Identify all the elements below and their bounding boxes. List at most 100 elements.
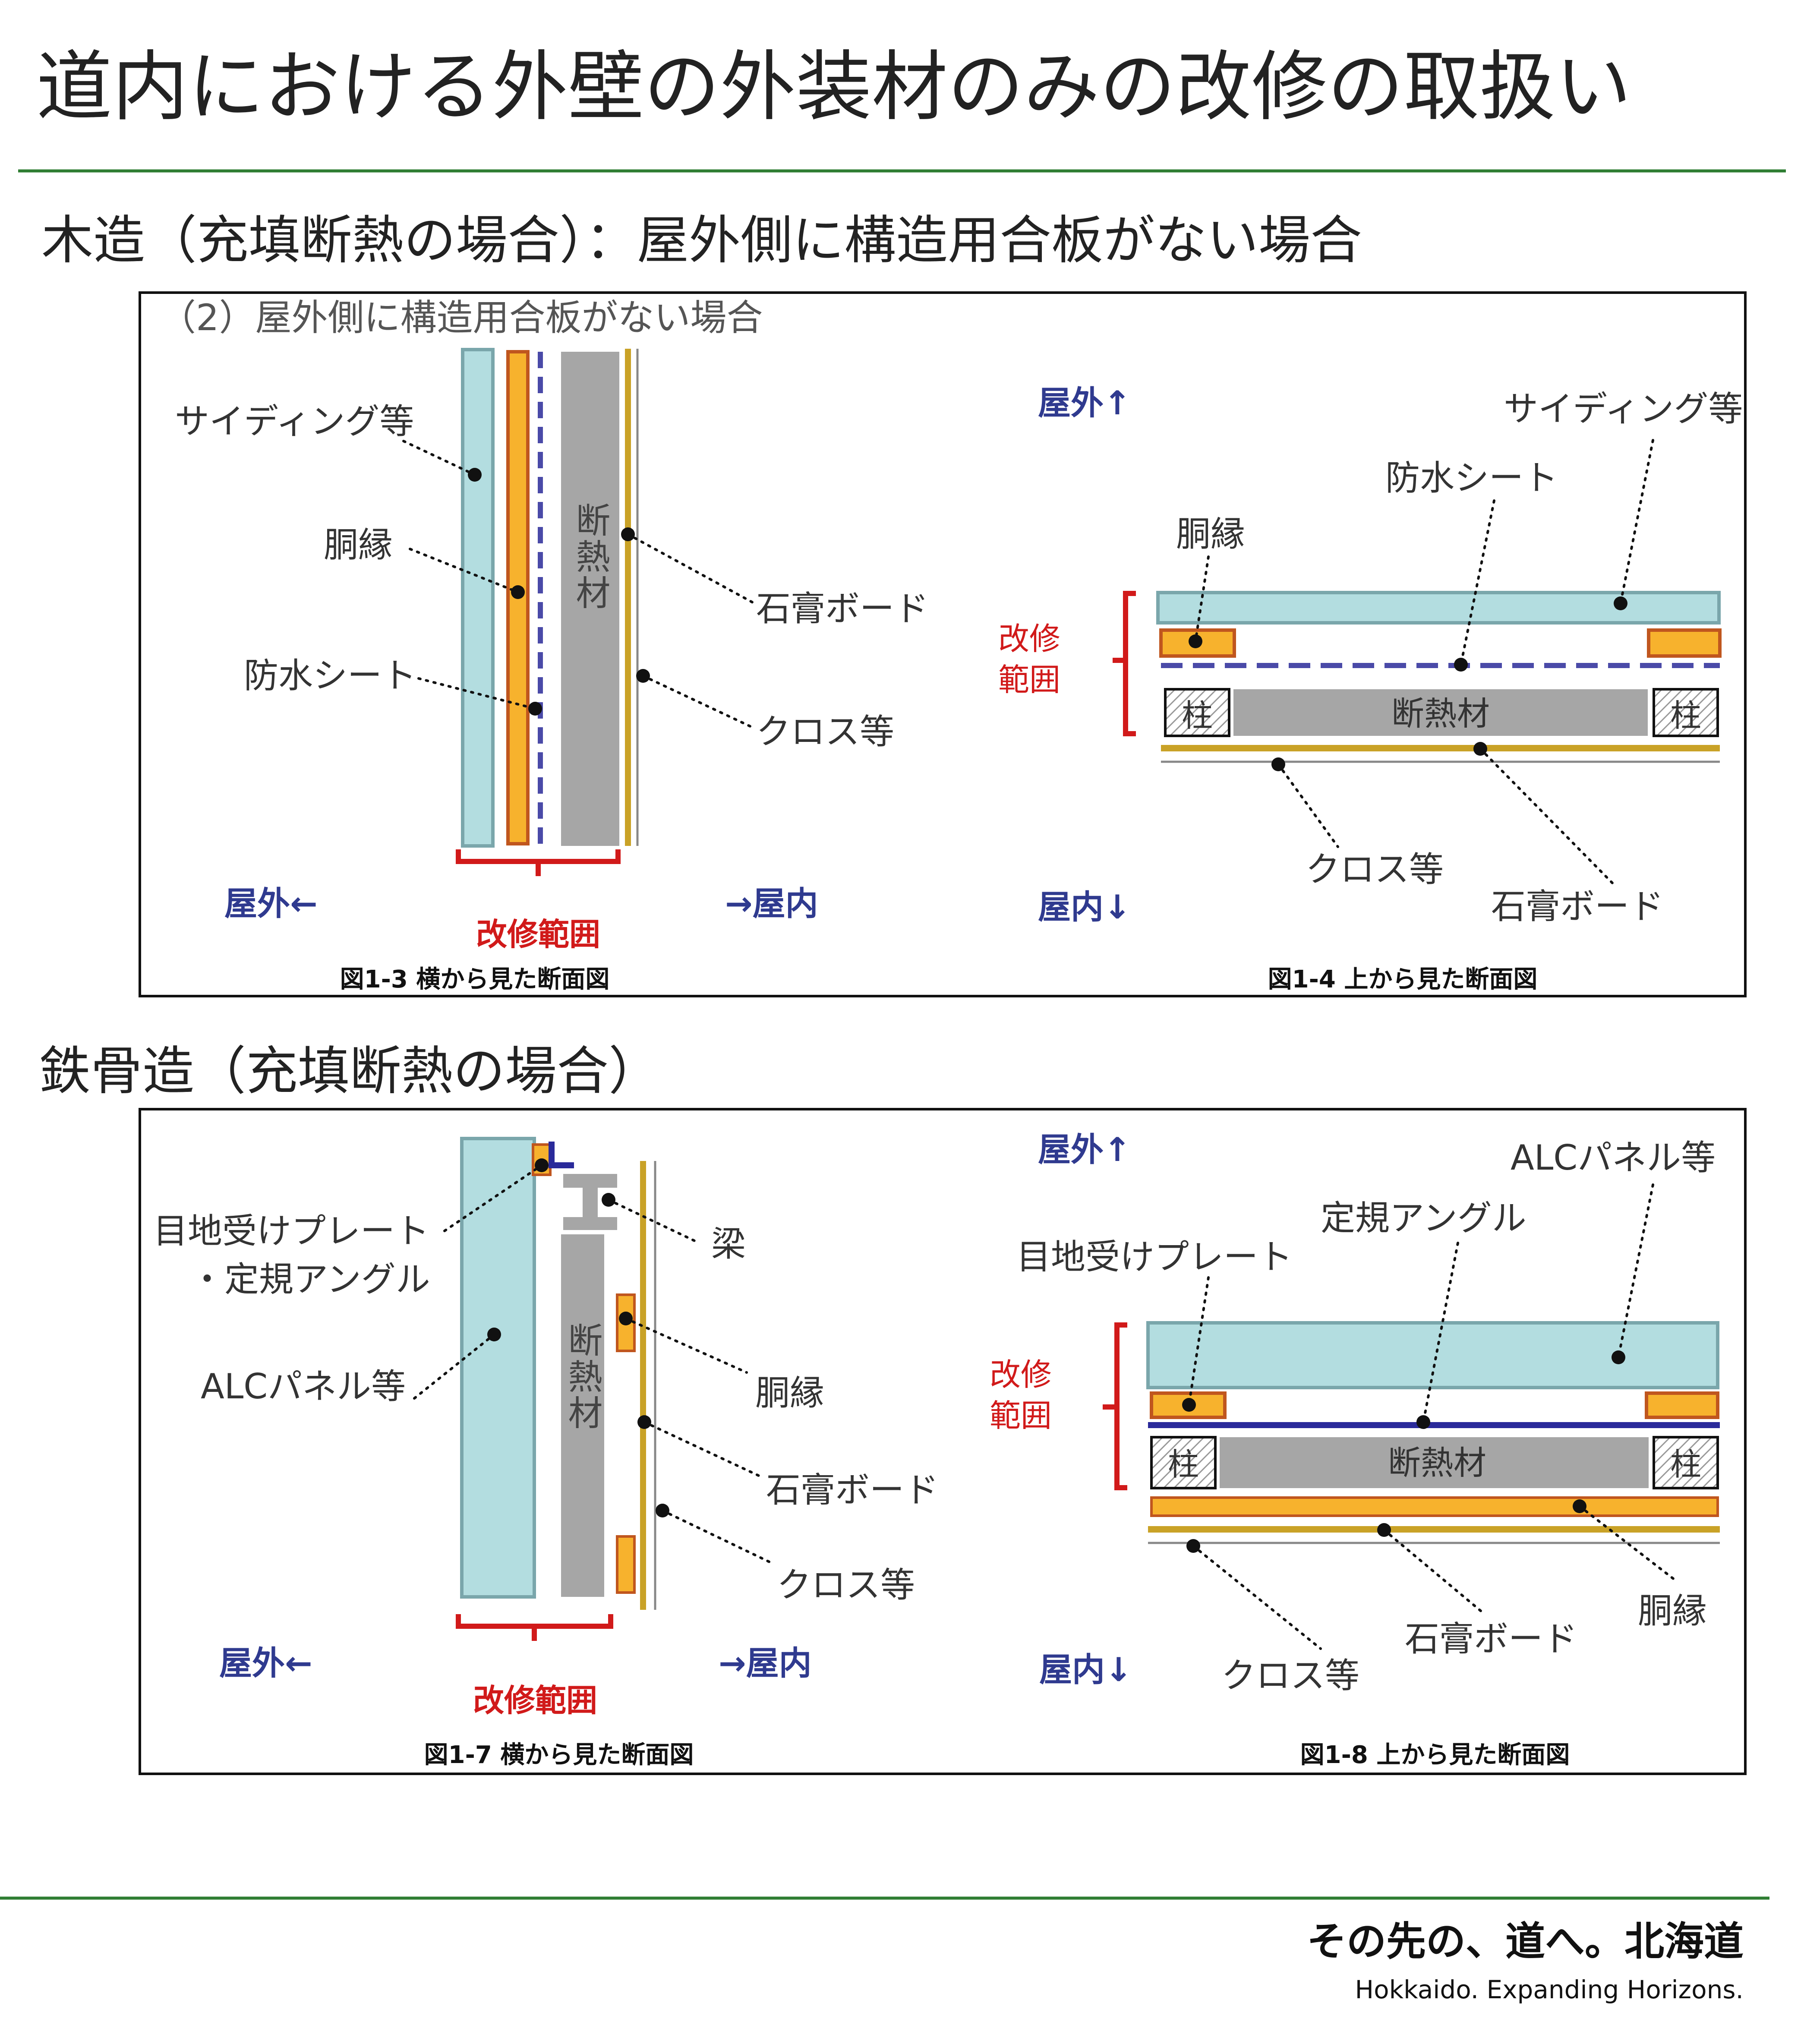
dot-siding <box>1614 596 1627 610</box>
label-joint-plate: ・定規アングル <box>190 1259 430 1300</box>
figure-caption: 図1-7 横から見た断面図 <box>424 1741 694 1769</box>
pillar-right <box>1653 1436 1719 1489</box>
range-label: 改修範囲 <box>473 1682 597 1719</box>
leader-gypsum <box>1479 748 1615 886</box>
dot-sheet <box>1454 658 1468 672</box>
label-beam: 梁 <box>711 1224 746 1264</box>
leader-alc <box>413 1333 495 1400</box>
leader-sheet <box>1460 499 1495 666</box>
insulation-layer <box>1233 689 1648 736</box>
dot-cloth <box>636 669 650 683</box>
wood-side-diagram: 断熱材 サイディング等 胴縁 防水シート 石膏ボード クロス等 改修範囲 屋外←… <box>175 348 929 994</box>
pillar-label: 柱 <box>1168 1446 1199 1483</box>
label-cloth: クロス等 <box>777 1565 915 1605</box>
dot-gypsum <box>637 1415 651 1429</box>
label-cloth: クロス等 <box>1221 1656 1359 1696</box>
range-bracket <box>1103 1322 1127 1490</box>
insulation-label: 断熱材 <box>571 502 611 611</box>
dot-cloth <box>656 1504 669 1517</box>
label-furring: 胴縁 <box>755 1373 824 1413</box>
leader-gypsum <box>627 533 756 605</box>
footer-tagline: Hokkaido. Expanding Horizons. <box>1355 1975 1744 2004</box>
insulation-label: 断熱材 <box>1391 694 1490 733</box>
label-sheet: 防水シート <box>1385 458 1558 498</box>
label-gypsum: 石膏ボード <box>1491 886 1664 927</box>
label-cloth: クロス等 <box>756 712 894 752</box>
label-alc: ALCパネル等 <box>1511 1138 1716 1178</box>
dot-gypsum <box>1473 742 1487 756</box>
dot-joint-plate <box>535 1158 549 1172</box>
alc-panel-layer <box>1146 1321 1719 1389</box>
range-bracket <box>1113 591 1136 736</box>
label-furring: 胴縁 <box>324 525 393 565</box>
gypsum-board-layer <box>640 1161 646 1610</box>
leader-beam <box>607 1199 700 1244</box>
direction-in: →屋内 <box>725 884 818 923</box>
direction-out: 屋外↑ <box>1038 1130 1131 1169</box>
page-title: 道内における外壁の外装材のみの改修の取扱い <box>36 43 1631 131</box>
furring-lower <box>616 1535 636 1594</box>
pillar-label: 柱 <box>1182 697 1213 734</box>
leader-gypsum <box>643 1421 761 1477</box>
label-furring: 胴縁 <box>1638 1591 1707 1631</box>
wood-subtitle: （2）屋外側に構造用合板がない場合 <box>160 297 763 339</box>
direction-out: 屋外← <box>219 1644 312 1682</box>
leader-sheet <box>417 677 536 710</box>
direction-in: 屋内↓ <box>1038 888 1131 926</box>
joint-plate-right <box>1645 1391 1719 1419</box>
alc-panel-layer <box>460 1137 536 1599</box>
dot-angle <box>1416 1415 1430 1429</box>
range-label: 範囲 <box>998 662 1060 698</box>
dot-sheet <box>528 702 542 716</box>
steel-beam <box>563 1174 617 1230</box>
siding-layer <box>1156 591 1721 625</box>
insulation-label: 断熱材 <box>1388 1444 1486 1482</box>
range-label: 改修範囲 <box>476 916 600 953</box>
dot-alc <box>487 1328 501 1341</box>
dot-furring <box>619 1312 633 1325</box>
label-gypsum: 石膏ボード <box>1405 1619 1577 1659</box>
range-label: 範囲 <box>990 1397 1052 1434</box>
wood-heading: 木造（充填断熱の場合）：屋外側に構造用合板がない場合 <box>41 211 1362 271</box>
leader-joint-plate <box>1188 1276 1210 1406</box>
footer-slogan: その先の、道へ。北海道 <box>1307 1918 1744 1965</box>
dot-furring <box>511 585 525 599</box>
label-gypsum: 石膏ボード <box>766 1470 939 1510</box>
label-cloth: クロス等 <box>1306 849 1444 890</box>
figure-caption: 図1-8 上から見た断面図 <box>1300 1741 1570 1769</box>
gypsum-board-layer <box>1148 1526 1720 1533</box>
dot-furring <box>1573 1499 1586 1513</box>
direction-in: 屋内↓ <box>1039 1650 1132 1689</box>
label-siding: サイディング等 <box>175 401 414 442</box>
label-angle: 定規アングル <box>1321 1198 1526 1238</box>
leader-siding <box>402 440 476 476</box>
insulation-layer <box>561 1234 604 1597</box>
pillar-label: 柱 <box>1670 697 1701 734</box>
label-joint-plate: 目地受けプレート <box>1016 1237 1293 1277</box>
leader-furring <box>1578 1505 1676 1581</box>
direction-out: 屋外← <box>224 884 318 923</box>
leader-furring <box>624 1317 748 1374</box>
label-sheet: 防水シート <box>244 656 416 696</box>
dot-alc <box>1612 1350 1625 1364</box>
range-label: 改修 <box>990 1356 1052 1393</box>
label-alc: ALCパネル等 <box>201 1366 406 1407</box>
dot-beam <box>602 1193 615 1207</box>
range-label: 改修 <box>998 621 1060 657</box>
leader-cloth <box>1277 763 1339 848</box>
dot-cloth <box>1271 757 1285 771</box>
pillar-label: 柱 <box>1670 1446 1701 1483</box>
leader-cloth <box>642 675 754 729</box>
leader-angle <box>1422 1242 1459 1423</box>
dot-furring <box>1189 634 1202 648</box>
steel-side-diagram: 断熱材 目地受けプレート ・定規アングル ALCパネル等 梁 胴縁 石膏ボード … <box>153 1137 939 1769</box>
range-bracket <box>456 849 621 876</box>
dot-cloth <box>1186 1539 1200 1553</box>
steel-heading: 鉄骨造（充填断熱の場合） <box>39 1041 660 1101</box>
gypsum-board-layer <box>1161 745 1720 751</box>
leader-siding <box>1619 439 1654 605</box>
steel-top-diagram: 屋外↑ 屋内↓ 柱 断熱材 柱 改修 範囲 ALCパネル等 定規アングル <box>990 1130 1720 1769</box>
dot-joint-plate <box>1182 1398 1196 1412</box>
pillar-right <box>1653 688 1719 737</box>
